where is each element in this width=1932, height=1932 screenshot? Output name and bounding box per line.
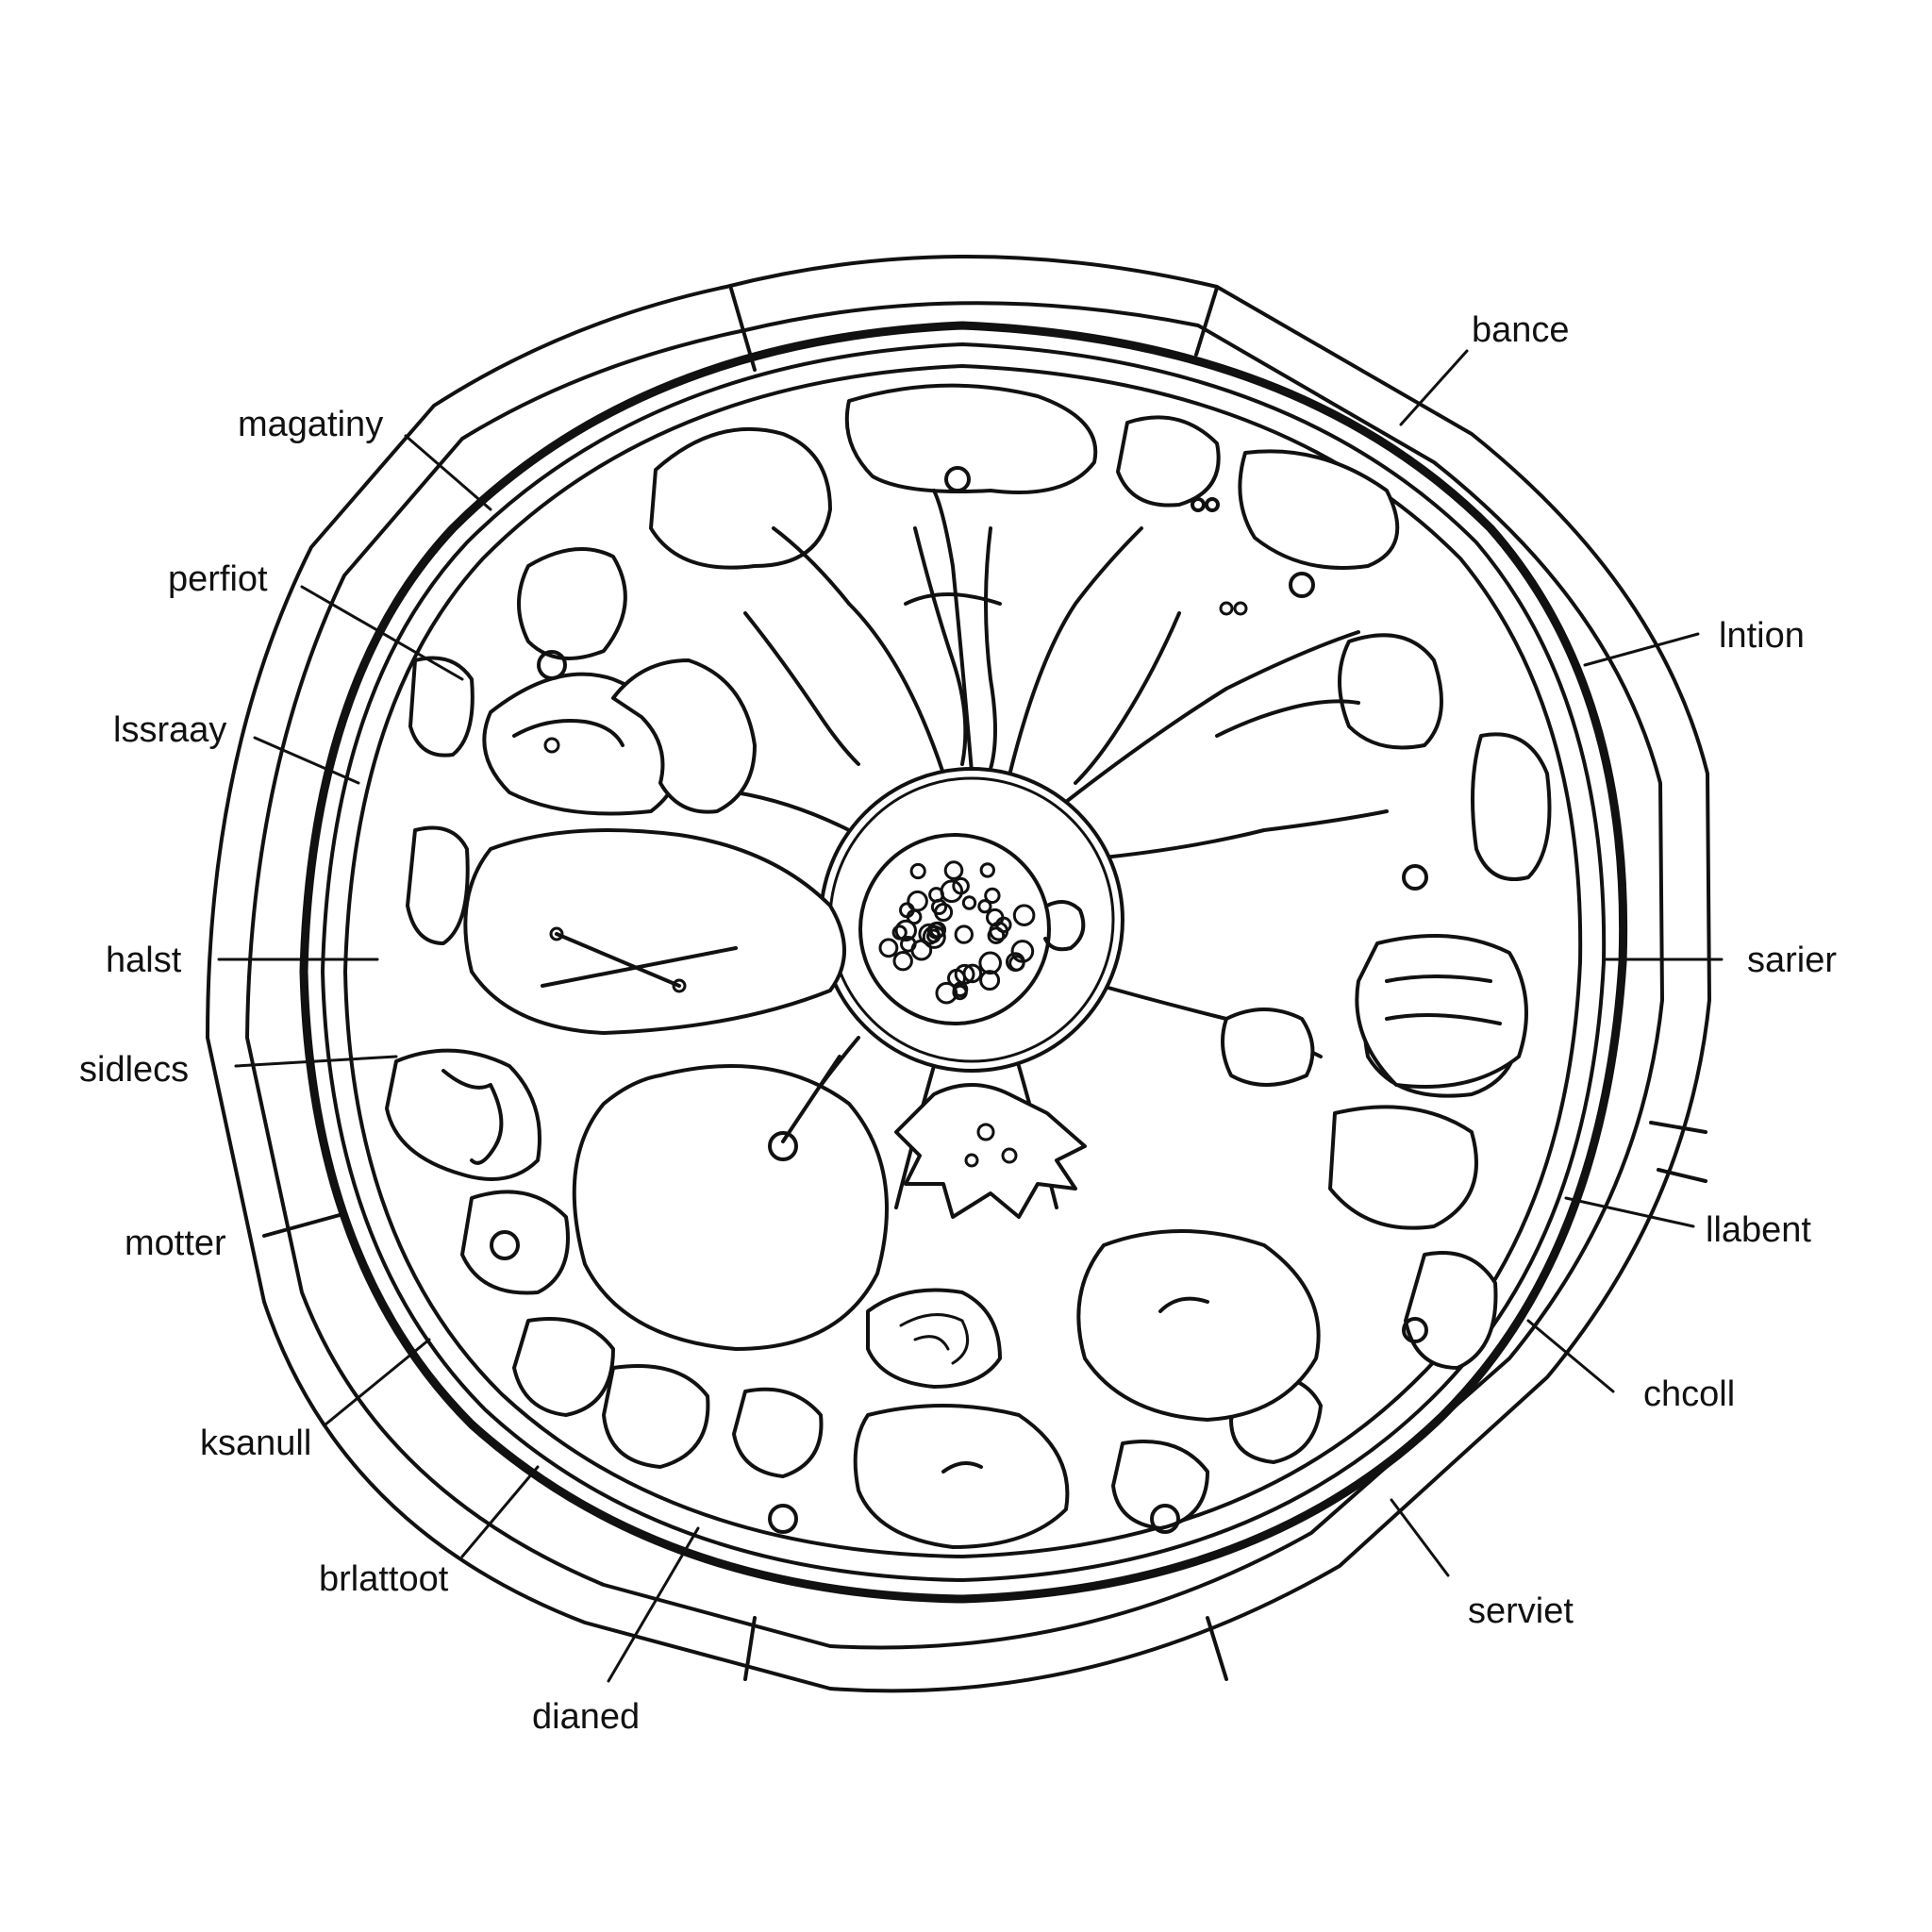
- label-serviet: serviet: [1468, 1591, 1574, 1631]
- nucleolus-granule: [878, 938, 899, 958]
- nucleolus-granule: [909, 862, 926, 880]
- nucleolus-granule: [954, 963, 975, 985]
- nucleolus-granule: [907, 890, 928, 912]
- nucleolus-granule: [987, 926, 1006, 945]
- small-particles: [490, 466, 1428, 1534]
- label-halst: halst: [106, 941, 182, 980]
- label-lntion: lntion: [1719, 616, 1805, 656]
- nucleolus-granule: [979, 970, 1001, 991]
- nucleolus-granule: [943, 860, 964, 880]
- organelle-elongated-left: [463, 828, 846, 1035]
- vacuole-lower-right: [1076, 1229, 1321, 1422]
- label-magatiny: magatiny: [238, 405, 383, 444]
- nucleolus-granule: [1012, 904, 1036, 927]
- small-body-right: [1221, 1008, 1315, 1087]
- label-sidlecs: sidlecs: [79, 1050, 189, 1090]
- nucleolus-granule: [900, 936, 917, 953]
- nucleolus-granule: [940, 879, 964, 904]
- nucleolus-granule: [978, 951, 1002, 975]
- nucleolus-granule: [979, 862, 996, 878]
- label-motter: motter: [125, 1224, 226, 1263]
- nucleolus-granule: [930, 898, 948, 916]
- label-brlattoot: brlattoot: [319, 1559, 449, 1599]
- nucleolus-granule: [892, 951, 913, 972]
- nucleolus-granule: [952, 984, 968, 1001]
- nucleolus-granule: [894, 919, 917, 942]
- label-perfiot: perfiot: [168, 559, 268, 599]
- star-organelle: [894, 1083, 1087, 1219]
- peripheral-vacuoles: [406, 383, 1552, 1530]
- label-llabent: llabent: [1706, 1210, 1811, 1250]
- label-sarier: sarier: [1747, 941, 1837, 980]
- nucleolus-granules: [878, 860, 1036, 1005]
- organelle-right-oval: [1355, 934, 1528, 1089]
- golgi-body: [866, 1288, 1002, 1389]
- label-dianed: dianed: [532, 1697, 640, 1737]
- nucleolus-granule: [954, 924, 974, 944]
- labels: bance magatiny perfiot lssraay lntion ha…: [79, 310, 1837, 1737]
- nucleolus-granule: [918, 923, 941, 945]
- leader-lines: [217, 349, 1724, 1683]
- nucleus: [819, 767, 1124, 1073]
- label-bance: bance: [1472, 310, 1570, 350]
- nucleolus-granule: [962, 963, 983, 984]
- vacuole-lower-middle: [853, 1404, 1070, 1549]
- organelle-left-folded: [385, 1048, 541, 1181]
- nucleolus-granule: [927, 922, 945, 940]
- label-ksanull: ksanull: [200, 1424, 311, 1463]
- large-vacuole-lower-left: [572, 1055, 889, 1351]
- cytoplasmic-strands: [715, 489, 1389, 1209]
- upper-branching-structures: [743, 526, 1360, 785]
- outer-cell-wall: [206, 255, 1711, 1693]
- nucleolus-granule: [961, 895, 977, 910]
- nucleolus-granule: [989, 921, 1009, 941]
- nucleolus-granule: [977, 899, 992, 914]
- organelle-upper-left: [482, 658, 757, 816]
- label-chcoll: chcoll: [1643, 1374, 1735, 1414]
- nucleolus-granule: [984, 887, 1001, 905]
- nucleolus-granule: [1008, 955, 1025, 972]
- nucleolus-granule: [935, 981, 958, 1005]
- label-lssraay: lssraay: [113, 710, 226, 750]
